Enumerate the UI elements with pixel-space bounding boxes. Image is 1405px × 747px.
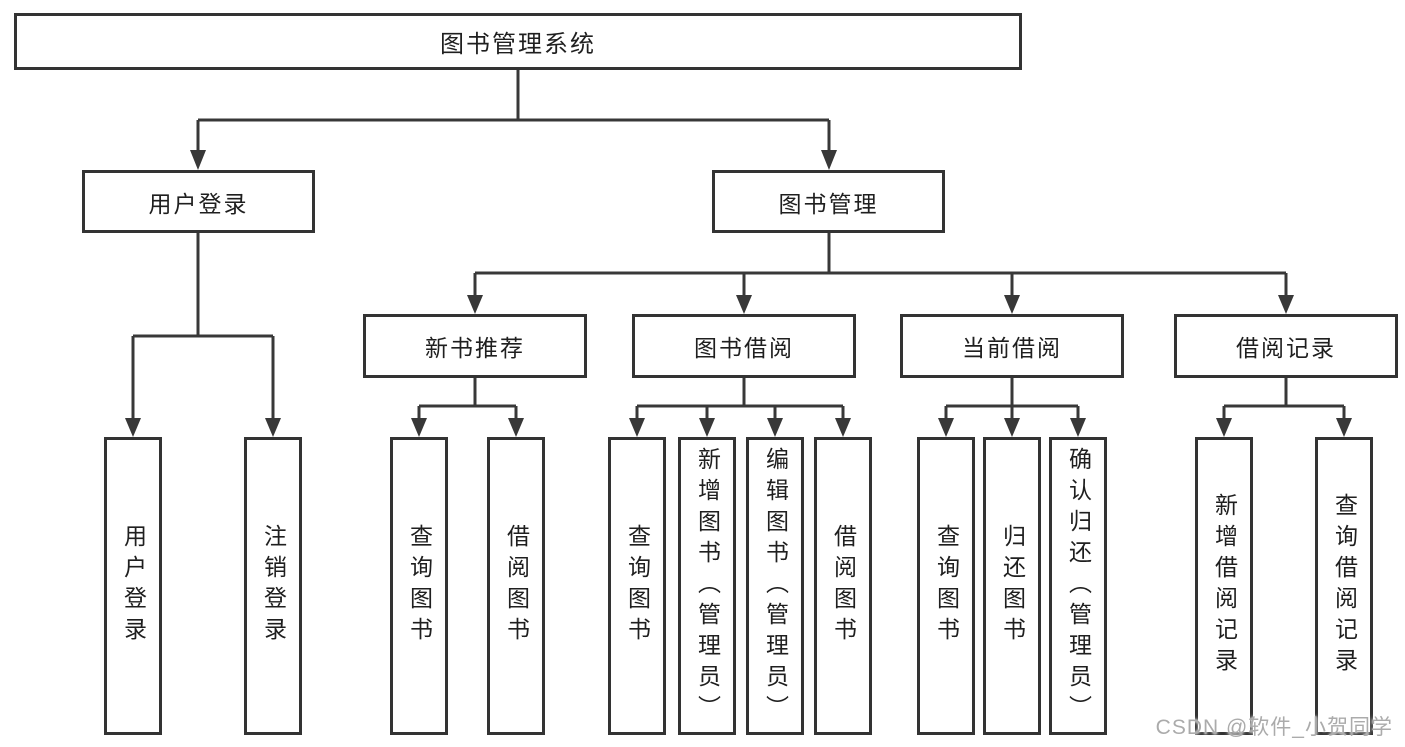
- node-book-management-label: 图书管理: [778, 190, 879, 217]
- node-current-borrow-label: 当前借阅: [962, 335, 1062, 361]
- leaf-current-query: 查询图书: [917, 437, 975, 735]
- connector-root-to-level2: [196, 70, 831, 151]
- leaf-current-confirm-admin-label: 确认归还（管理员）: [1065, 446, 1092, 726]
- leaf-user-login: 用户登录: [104, 437, 162, 735]
- node-new-book-recommend: 新书推荐: [363, 314, 587, 378]
- csdn-watermark: CSDN @软件_小贺同学: [1155, 716, 1393, 739]
- leaf-records-add: 新增借阅记录: [1195, 437, 1253, 735]
- connector-records-to-leaves: [1222, 378, 1346, 420]
- leaf-borrow-book-label: 借阅图书: [830, 524, 857, 648]
- node-user-login-label: 用户登录: [148, 190, 249, 217]
- leaf-current-query-label: 查询图书: [933, 524, 960, 648]
- node-new-book-recommend-label: 新书推荐: [425, 335, 525, 361]
- leaf-current-confirm-admin: 确认归还（管理员）: [1049, 437, 1107, 735]
- connector-currentborrow-to-leaves: [944, 378, 1080, 420]
- leaf-newbooks-borrow-label: 借阅图书: [503, 524, 530, 648]
- connector-userlogin-to-leaves: [131, 233, 275, 419]
- leaf-borrow-add-admin: 新增图书（管理员）: [678, 437, 736, 735]
- connector-bookborrow-to-leaves: [635, 378, 845, 420]
- node-root-system: 图书管理系统: [14, 13, 1022, 70]
- leaf-borrow-edit-admin-label: 编辑图书（管理员）: [762, 446, 789, 726]
- node-borrow-records: 借阅记录: [1174, 314, 1398, 378]
- leaf-user-login-label: 用户登录: [120, 524, 147, 648]
- leaf-records-add-label: 新增借阅记录: [1211, 493, 1238, 679]
- node-book-borrow-label: 图书借阅: [694, 335, 794, 361]
- leaf-current-return: 归还图书: [983, 437, 1041, 735]
- leaf-borrow-query: 查询图书: [608, 437, 666, 735]
- node-book-management: 图书管理: [712, 170, 945, 233]
- node-root-label: 图书管理系统: [440, 31, 596, 58]
- node-book-borrow: 图书借阅: [632, 314, 856, 378]
- leaf-borrow-query-label: 查询图书: [624, 524, 651, 648]
- leaf-current-return-label: 归还图书: [999, 524, 1026, 648]
- leaf-logout-label: 注销登录: [260, 524, 287, 648]
- leaf-borrow-edit-admin: 编辑图书（管理员）: [746, 437, 804, 735]
- connector-newbooks-to-leaves: [417, 378, 518, 420]
- connector-bookmgmt-to-level3: [473, 233, 1288, 296]
- leaf-newbooks-query-label: 查询图书: [406, 524, 433, 648]
- leaf-borrow-book: 借阅图书: [814, 437, 872, 735]
- leaf-newbooks-borrow: 借阅图书: [487, 437, 545, 735]
- leaf-records-query: 查询借阅记录: [1315, 437, 1373, 735]
- node-current-borrow: 当前借阅: [900, 314, 1124, 378]
- leaf-logout: 注销登录: [244, 437, 302, 735]
- node-user-login: 用户登录: [82, 170, 315, 233]
- leaf-newbooks-query: 查询图书: [390, 437, 448, 735]
- leaf-records-query-label: 查询借阅记录: [1331, 493, 1358, 679]
- node-borrow-records-label: 借阅记录: [1236, 335, 1336, 361]
- leaf-borrow-add-admin-label: 新增图书（管理员）: [694, 446, 721, 726]
